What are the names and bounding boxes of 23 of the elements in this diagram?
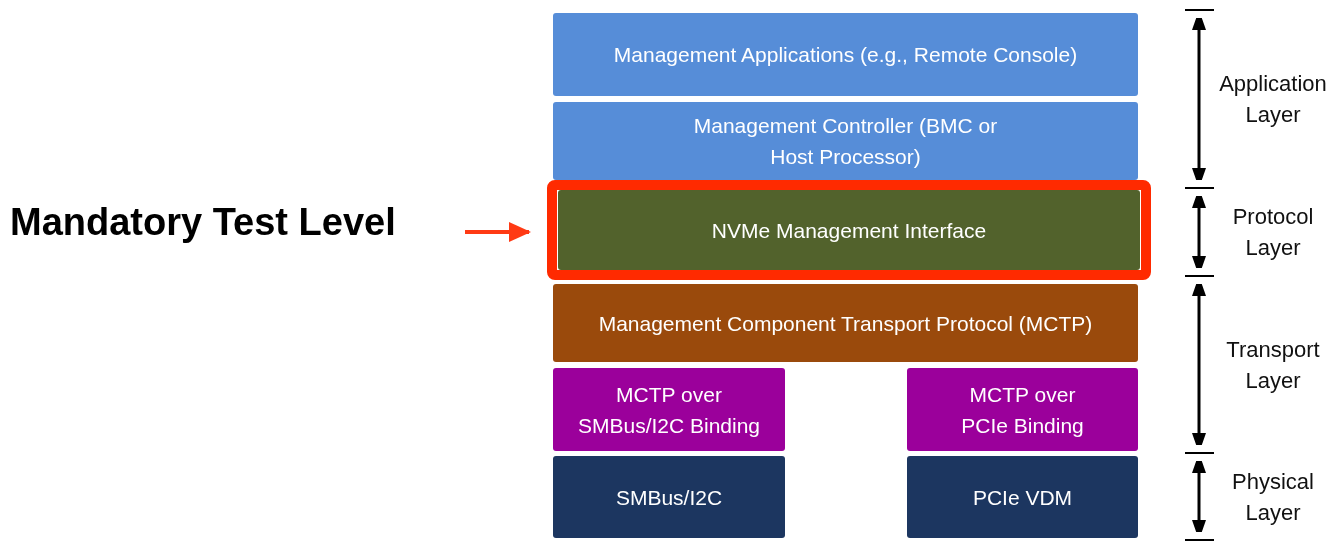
layer-name: NVMe Management Interface	[711, 217, 987, 244]
layer-name: PCIe VDM	[972, 484, 1073, 511]
layer-name: Management Controller (BMC or Host Processor)	[692, 113, 999, 170]
layer-box	[553, 284, 1138, 362]
layer-box	[553, 102, 1138, 180]
physical-box	[907, 456, 1138, 538]
binding-box	[907, 368, 1138, 451]
layer-box	[553, 13, 1138, 96]
layer-name: Management Applications (e.g., Remote Console)	[613, 42, 1078, 68]
arrow	[465, 222, 531, 242]
heading-text: Mandatory Test Level	[10, 200, 396, 244]
physical-box	[553, 456, 785, 538]
layer-label: Transport Layer	[1225, 335, 1321, 395]
layer-name: SMBus/I2C	[615, 484, 723, 511]
binding-box	[553, 368, 785, 451]
layer-name: MCTP over SMBus/I2C Binding	[576, 381, 762, 439]
layer-label: Application Layer	[1218, 70, 1328, 129]
layer-box	[558, 190, 1140, 270]
layer-name: MCTP over PCIe Binding	[960, 381, 1085, 439]
highlight-frame	[547, 180, 1151, 280]
layer-label: Protocol Layer	[1231, 203, 1315, 262]
layer-label: Physical Layer	[1231, 467, 1315, 527]
layer-name: Management Component Transport Protocol (MCTP)	[598, 310, 1093, 337]
